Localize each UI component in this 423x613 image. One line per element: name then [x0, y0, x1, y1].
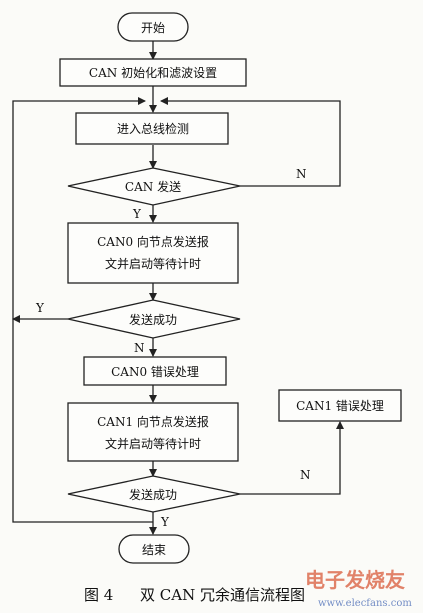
connectors	[12, 41, 344, 535]
node-start: 开始	[117, 12, 189, 42]
edge-cansend-no-loop	[160, 97, 341, 187]
node-can1-send-line2: 文并启动等待计时	[105, 436, 201, 451]
node-bus-check: 进入总线检测	[75, 112, 229, 145]
node-init: CAN 初始化和滤波设置	[59, 58, 247, 87]
figure-caption: 图 4 双 CAN 冗余通信流程图	[84, 586, 305, 604]
edge-label-sendok1-no: N	[134, 341, 145, 355]
node-can1-error-label: CAN1 错误处理	[296, 399, 384, 413]
node-end: 结束	[118, 534, 190, 564]
node-send-ok-1: 发送成功	[67, 299, 241, 339]
watermark-url: www.elecfans.com	[318, 598, 412, 609]
watermark-text: 电子发烧友	[305, 568, 405, 592]
node-can0-error: CAN0 错误处理	[83, 356, 227, 386]
node-start-label: 开始	[141, 21, 165, 35]
caption-title: 双 CAN 冗余通信流程图	[140, 586, 305, 604]
watermark: 电子发烧友 www.elecfans.com	[305, 568, 412, 609]
node-can-send-label: CAN 发送	[125, 179, 181, 194]
caption-figure-no: 图 4	[84, 586, 113, 604]
edge-label-sendok2-no: N	[300, 468, 311, 482]
node-can1-send: CAN1 向节点发送报 文并启动等待计时	[67, 402, 239, 462]
edge-sendok2-no	[240, 421, 344, 495]
node-can0-error-label: CAN0 错误处理	[111, 365, 199, 379]
node-send-ok-2-label: 发送成功	[129, 487, 177, 502]
node-can1-error: CAN1 错误处理	[278, 389, 402, 422]
node-can-send: CAN 发送	[67, 167, 241, 206]
node-can0-send: CAN0 向节点发送报 文并启动等待计时	[67, 222, 239, 284]
node-init-label: CAN 初始化和滤波设置	[89, 66, 217, 80]
node-can1-send-line1: CAN1 向节点发送报	[97, 414, 209, 429]
node-can0-send-line2: 文并启动等待计时	[105, 256, 201, 271]
node-can0-send-line1: CAN0 向节点发送报	[97, 234, 209, 249]
node-end-label: 结束	[142, 543, 166, 557]
node-send-ok-2: 发送成功	[67, 475, 241, 513]
edge-label-sendok1-yes: Y	[35, 301, 45, 315]
node-send-ok-1-label: 发送成功	[129, 312, 177, 327]
edge-label-cansend-yes: Y	[132, 207, 142, 221]
node-bus-check-label: 进入总线检测	[117, 121, 189, 136]
edge-label-cansend-no: N	[296, 167, 307, 181]
edge-left-loop	[12, 97, 153, 523]
edge-label-sendok2-yes: Y	[160, 515, 170, 529]
edge-labels: N Y Y N N Y	[35, 167, 311, 529]
